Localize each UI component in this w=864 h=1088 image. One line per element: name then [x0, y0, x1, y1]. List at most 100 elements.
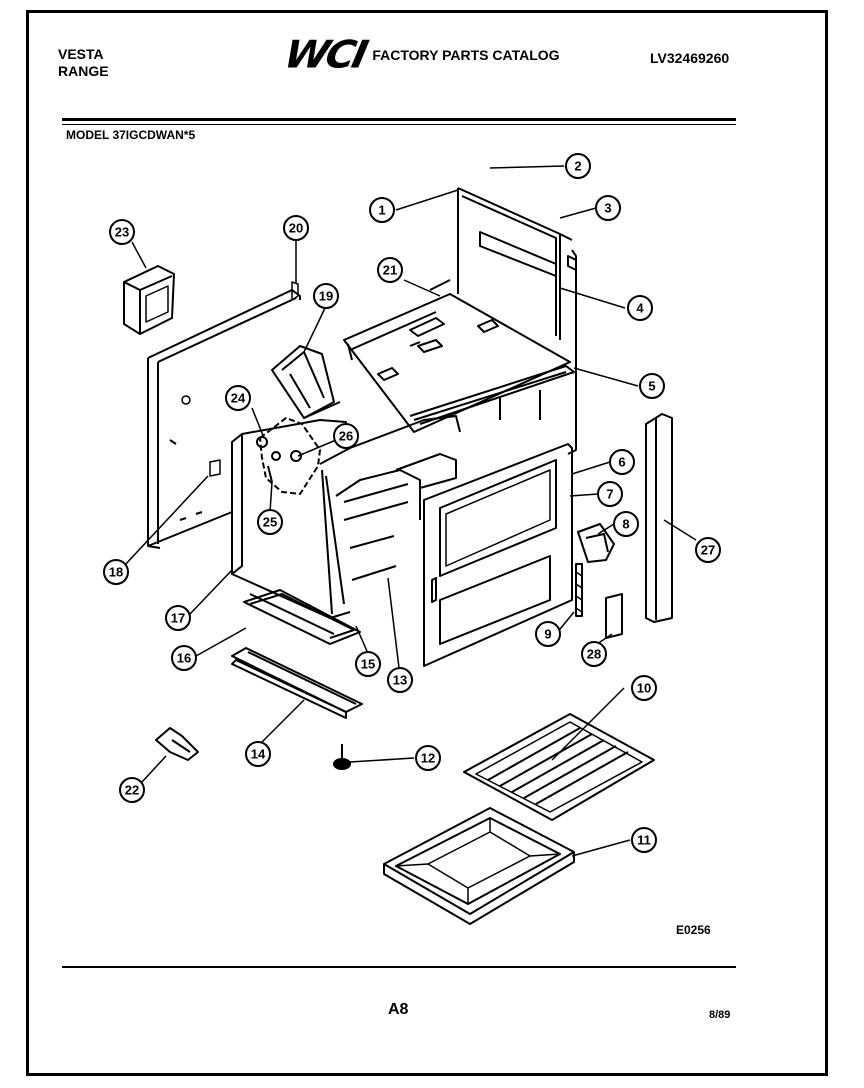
- callout-number: 8: [622, 517, 629, 532]
- part-10-oven-rack: [463, 713, 655, 821]
- callout-11: 11: [631, 827, 657, 853]
- callout-number: 26: [339, 429, 353, 444]
- catalog-title: FACTORY PARTS CATALOG: [372, 47, 560, 63]
- callout-number: 14: [251, 747, 266, 762]
- part-5-trim-strip: [409, 365, 575, 425]
- part-23-bracket: [123, 265, 175, 335]
- page-number: A8: [388, 1001, 409, 1018]
- part-16-bottom-panel: [243, 589, 361, 645]
- callout-6: 6: [609, 449, 635, 475]
- callout-number: 11: [637, 833, 651, 848]
- part-1-back-panel: [457, 187, 577, 455]
- callout-circle: [283, 215, 309, 241]
- callout-9: 9: [535, 621, 561, 647]
- callout-circle: [639, 373, 665, 399]
- callout-18: 18: [103, 559, 129, 585]
- callout-4: 4: [627, 295, 653, 321]
- callout-19: 19: [313, 283, 339, 309]
- callout-circle: [355, 651, 381, 677]
- callout-20: 20: [283, 215, 309, 241]
- catalog-number: LV32469260: [650, 50, 730, 66]
- callout-number: 28: [587, 647, 601, 662]
- callout-circle: [415, 745, 441, 771]
- callout-number: 20: [289, 221, 303, 236]
- callout-number: 22: [125, 783, 139, 798]
- callout-circle: [613, 511, 639, 537]
- callout-2: 2: [565, 153, 591, 179]
- part-22-clip: [155, 727, 199, 761]
- part-21-top-panel: [343, 279, 571, 433]
- part-8-hinge: [577, 523, 615, 563]
- callout-circle: [631, 827, 657, 853]
- callout-1: 1: [369, 197, 395, 223]
- part-12-leveler: [333, 744, 351, 770]
- bottom-rule: [62, 966, 736, 968]
- callout-circle: [333, 423, 359, 449]
- catalog-header: WCI FACTORY PARTS CATALOG: [280, 33, 560, 77]
- callout-8: 8: [613, 511, 639, 537]
- part-20-side-panel: [147, 281, 301, 549]
- callout-21: 21: [377, 257, 403, 283]
- callout-circle: [257, 509, 283, 535]
- callout-circle: [565, 153, 591, 179]
- product-type: RANGE: [58, 63, 109, 79]
- callout-circle: [695, 537, 721, 563]
- callout-number: 25: [263, 515, 277, 530]
- callout-number: 17: [171, 611, 185, 626]
- callout-number: 13: [393, 673, 407, 688]
- callout-22: 22: [119, 777, 145, 803]
- part-19-control-bracket: [271, 345, 341, 419]
- callout-circle: [109, 219, 135, 245]
- callout-12: 12: [415, 745, 441, 771]
- callout-circle: [377, 257, 403, 283]
- part-14-kick-plate: [231, 647, 363, 719]
- callout-number: 5: [648, 379, 655, 394]
- callout-number: 9: [544, 627, 551, 642]
- brand-block: VESTA RANGE: [58, 46, 109, 80]
- callout-number: 7: [606, 487, 613, 502]
- callout-number: 3: [604, 201, 611, 216]
- callout-circle: [627, 295, 653, 321]
- callout-7: 7: [597, 481, 623, 507]
- callout-circle: [225, 385, 251, 411]
- callout-circle: [103, 559, 129, 585]
- callout-circle: [609, 449, 635, 475]
- callout-number: 15: [361, 657, 375, 672]
- top-rule-thin: [62, 124, 736, 125]
- callout-25: 25: [257, 509, 283, 535]
- callout-circle: [171, 645, 197, 671]
- callout-number: 4: [636, 301, 644, 316]
- callout-number: 1: [378, 203, 385, 218]
- callout-number: 21: [383, 263, 397, 278]
- model-number: MODEL 37IGCDWAN*5: [66, 128, 196, 142]
- callout-circle: [313, 283, 339, 309]
- page-date: 8/89: [709, 1009, 731, 1021]
- callout-circle: [597, 481, 623, 507]
- top-rule: [62, 118, 736, 121]
- callout-number: 24: [231, 391, 246, 406]
- callout-number: 23: [115, 225, 129, 240]
- callout-number: 19: [319, 289, 333, 304]
- part-6-oven-door: [423, 443, 573, 667]
- callout-number: 6: [618, 455, 625, 470]
- callout-23: 23: [109, 219, 135, 245]
- callout-5: 5: [639, 373, 665, 399]
- part-24-25-26-valve-assembly: [256, 417, 321, 495]
- callout-number: 18: [109, 565, 123, 580]
- callout-10: 10: [631, 675, 657, 701]
- callout-circle: [119, 777, 145, 803]
- callout-13: 13: [387, 667, 413, 693]
- callout-16: 16: [171, 645, 197, 671]
- part-28-plate: [605, 593, 623, 639]
- part-9-spring: [575, 563, 583, 617]
- callout-number: 2: [574, 159, 581, 174]
- callout-17: 17: [165, 605, 191, 631]
- part-11-broiler-pan: [383, 807, 575, 925]
- callout-number: 12: [421, 751, 435, 766]
- callout-24: 24: [225, 385, 251, 411]
- callout-number: 27: [701, 543, 715, 558]
- callout-group: 1234567891011121314151617181920212223242…: [103, 153, 721, 853]
- callout-number: 10: [637, 681, 651, 696]
- drawing-code: E0256: [676, 923, 711, 937]
- callout-circle: [631, 675, 657, 701]
